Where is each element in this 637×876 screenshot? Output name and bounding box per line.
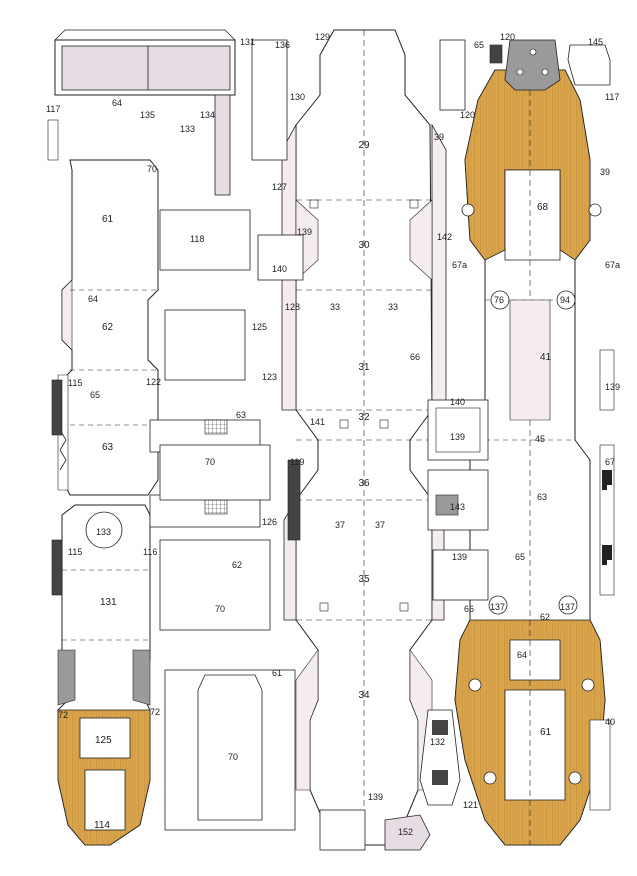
label-62c: 62 — [232, 560, 242, 570]
label-116: 116 — [143, 547, 157, 557]
label-131b: 131 — [100, 597, 117, 608]
label-67: 67 — [605, 457, 615, 467]
label-115b: 115 — [68, 547, 82, 557]
label-66b: 66 — [464, 604, 474, 614]
label-126: 126 — [262, 517, 277, 527]
label-70a: 70 — [147, 164, 157, 174]
label-133b: 133 — [96, 527, 111, 537]
label-120b: 120 — [460, 110, 475, 120]
label-64c: 64 — [112, 98, 122, 108]
label-132: 132 — [430, 737, 445, 747]
label-141: 141 — [310, 417, 325, 427]
label-140b: 140 — [450, 397, 465, 407]
label-133a: 133 — [180, 124, 195, 134]
label-139d: 139 — [452, 552, 467, 562]
label-32: 32 — [358, 412, 370, 423]
label-31: 31 — [358, 362, 370, 373]
small-parts-middle — [47, 39, 615, 851]
label-65a: 65 — [90, 390, 100, 400]
left-hull-part — [57, 159, 159, 496]
label-62a: 62 — [102, 322, 114, 333]
label-123: 123 — [262, 372, 277, 382]
label-127: 127 — [272, 182, 287, 192]
label-30: 30 — [358, 240, 370, 251]
label-131a: 131 — [240, 37, 255, 47]
label-140a: 140 — [272, 264, 287, 274]
label-65c: 65 — [474, 40, 484, 50]
label-145: 145 — [588, 37, 603, 47]
part-labels: 29 30 31 32 33 33 34 35 36 37 37 39 39 4… — [46, 32, 620, 837]
label-68: 68 — [537, 202, 549, 213]
label-125b: 125 — [252, 322, 267, 332]
label-134: 134 — [200, 110, 215, 120]
label-118: 118 — [190, 234, 204, 244]
top-right-parts — [439, 39, 611, 111]
label-61c: 61 — [272, 668, 282, 678]
label-64b: 64 — [517, 650, 527, 660]
label-41: 41 — [540, 352, 552, 363]
label-70d: 70 — [228, 752, 238, 762]
label-29: 29 — [358, 140, 370, 151]
label-117b: 117 — [605, 92, 619, 102]
label-70c: 70 — [215, 604, 225, 614]
label-136: 136 — [275, 40, 290, 50]
label-152: 152 — [398, 827, 413, 837]
label-135: 135 — [140, 110, 155, 120]
label-34: 34 — [358, 690, 370, 701]
label-33a: 33 — [330, 302, 340, 312]
label-115a: 115 — [68, 378, 82, 388]
label-94: 94 — [560, 295, 570, 305]
label-66a: 66 — [410, 352, 420, 362]
label-37a: 37 — [335, 520, 345, 530]
label-139c: 139 — [605, 382, 620, 392]
right-deck-part — [454, 69, 606, 846]
label-63c: 63 — [236, 410, 246, 420]
label-119: 119 — [290, 457, 304, 467]
label-61b: 61 — [540, 727, 552, 738]
label-76: 76 — [494, 295, 504, 305]
label-128: 128 — [285, 302, 300, 312]
label-139e: 139 — [368, 792, 383, 802]
label-70b: 70 — [205, 457, 215, 467]
label-35: 35 — [358, 574, 370, 585]
label-142: 142 — [437, 232, 452, 242]
label-125a: 125 — [95, 735, 112, 746]
label-65b: 65 — [515, 552, 525, 562]
label-62b: 62 — [540, 612, 550, 622]
label-139b: 139 — [450, 432, 465, 442]
label-36: 36 — [358, 478, 370, 489]
label-64a: 64 — [88, 294, 98, 304]
label-139a: 139 — [297, 227, 312, 237]
label-72a: 72 — [58, 710, 68, 720]
central-hull-part — [281, 29, 447, 846]
left-bow-part — [57, 504, 151, 846]
label-137b: 137 — [560, 602, 575, 612]
label-130: 130 — [290, 92, 305, 102]
label-33b: 33 — [388, 302, 398, 312]
label-39a: 39 — [434, 132, 444, 142]
label-122: 122 — [146, 377, 161, 387]
label-72b: 72 — [150, 707, 160, 717]
label-37b: 37 — [375, 520, 385, 530]
label-117a: 117 — [46, 104, 60, 114]
label-63a: 63 — [102, 442, 114, 453]
label-121: 121 — [463, 800, 478, 810]
label-67a-2: 67a — [605, 260, 620, 270]
label-45: 45 — [535, 434, 545, 444]
label-137a: 137 — [490, 602, 505, 612]
top-panel-part — [54, 29, 236, 96]
label-143: 143 — [450, 502, 465, 512]
label-129: 129 — [315, 32, 330, 42]
label-120a: 120 — [500, 32, 515, 42]
label-39b: 39 — [600, 167, 610, 177]
label-114: 114 — [94, 820, 110, 831]
label-67a-1: 67a — [452, 260, 467, 270]
label-61a: 61 — [102, 214, 114, 225]
label-40: 40 — [605, 717, 615, 727]
label-63b: 63 — [537, 492, 547, 502]
